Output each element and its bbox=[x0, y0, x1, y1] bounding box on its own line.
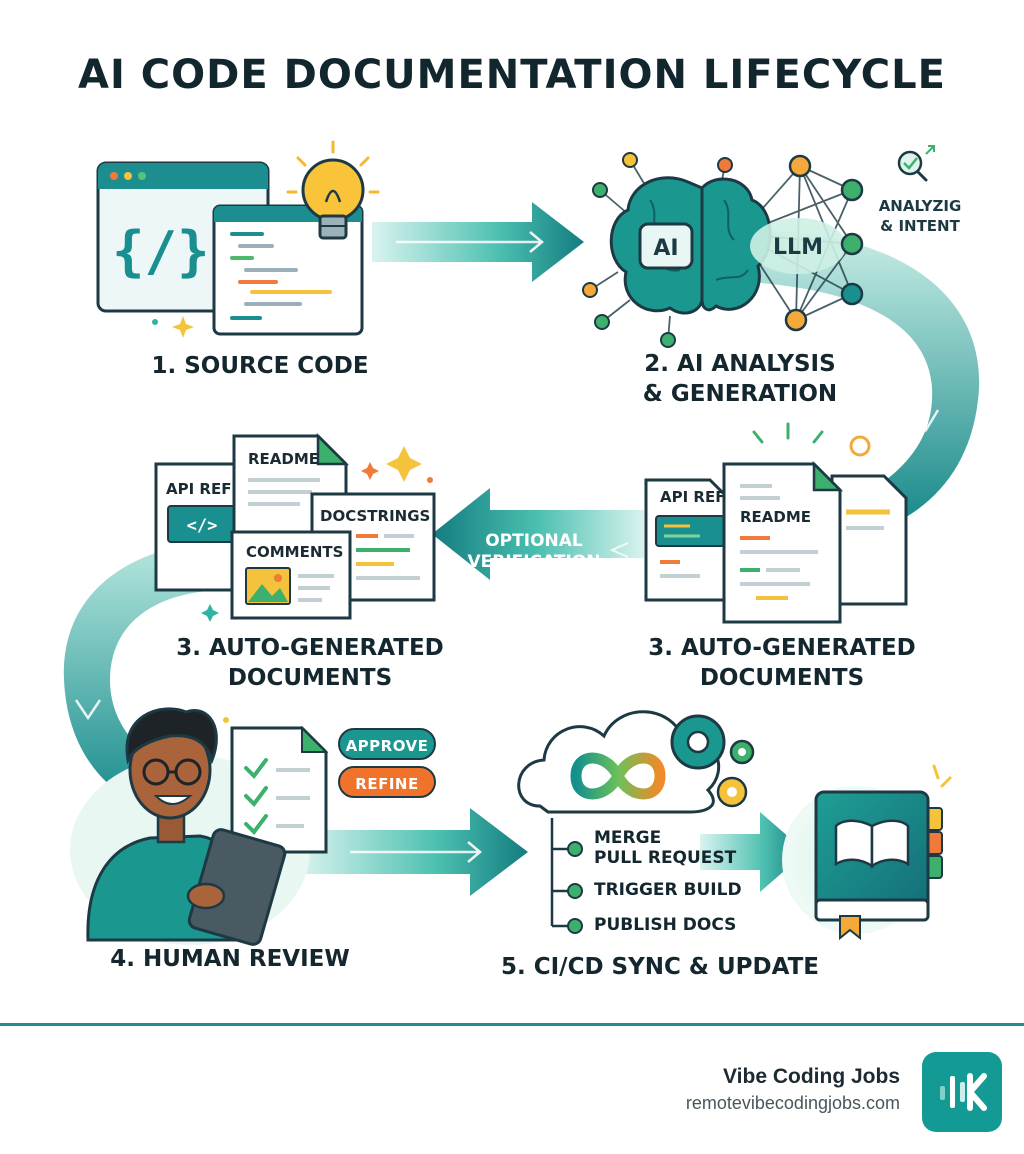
left-doc-comments-label: COMMENTS bbox=[246, 543, 343, 561]
approve-badge: APPROVE bbox=[338, 728, 436, 760]
cicd-illustration bbox=[517, 710, 755, 934]
step-5-label: 5. CI/CD SYNC & UPDATE bbox=[500, 954, 820, 980]
flow-arrow-review-to-cicd bbox=[300, 808, 528, 896]
right-doc-readme-label: README bbox=[740, 508, 811, 526]
flow-arrow-analysis-to-docs bbox=[748, 230, 980, 530]
step-3-right-label: 3. AUTO-GENERATED DOCUMENTS bbox=[612, 634, 952, 694]
cicd-item-trigger-build: TRIGGER BUILD bbox=[594, 880, 742, 900]
step-1-label: 1. SOURCE CODE bbox=[151, 353, 369, 379]
step-2-label: 2. AI ANALYSIS & GENERATION bbox=[590, 350, 890, 410]
brand-url[interactable]: remotevibecodingjobs.com bbox=[685, 1093, 900, 1113]
llm-label: LLM bbox=[773, 235, 823, 260]
step-3-left-label: 3. AUTO-GENERATED DOCUMENTS bbox=[140, 634, 480, 694]
svg-text:</>: </> bbox=[187, 516, 218, 536]
svg-text:{/}: {/} bbox=[112, 220, 210, 283]
step-3-right-label-line2: DOCUMENTS bbox=[699, 664, 865, 691]
step-3-left-label-line2: DOCUMENTS bbox=[227, 664, 393, 691]
step-3-left-label-line1: 3. AUTO-GENERATED bbox=[176, 635, 444, 661]
right-doc-api-label: API REF bbox=[660, 488, 725, 506]
brand-logo-icon bbox=[922, 1052, 1002, 1132]
docs-right-illustration: API REF README bbox=[644, 422, 908, 624]
flow-arrow-verification bbox=[432, 488, 644, 580]
left-doc-readme-label: README bbox=[248, 450, 319, 468]
intent-label-line1: ANALYZIG bbox=[879, 197, 962, 215]
left-doc-api-label: API REF bbox=[166, 480, 231, 498]
flow-arrow-cicd-to-docs bbox=[700, 812, 806, 892]
cicd-item-pull-request: PULL REQUEST bbox=[594, 848, 737, 868]
ai-brain-illustration: AI LLM ANALYZIG & INTENT bbox=[582, 145, 962, 348]
intent-label-line2: & INTENT bbox=[880, 217, 960, 235]
step-4-label: 4. HUMAN REVIEW bbox=[110, 946, 350, 972]
cicd-item-merge: MERGE bbox=[594, 828, 662, 848]
docs-left-illustration: API REF </> README DOCSTRINGS COMMENTS bbox=[154, 432, 436, 622]
verification-label-line2: VERIFICATION bbox=[467, 552, 600, 572]
brand-name: Vibe Coding Jobs bbox=[723, 1065, 900, 1088]
refine-badge: REFINE bbox=[338, 766, 436, 798]
human-review-illustration bbox=[70, 707, 329, 946]
lightbulb-icon bbox=[286, 140, 380, 240]
step-2-label-line2: & GENERATION bbox=[642, 380, 838, 407]
left-doc-docstrings-label: DOCSTRINGS bbox=[320, 507, 430, 525]
cicd-item-publish-docs: PUBLISH DOCS bbox=[594, 915, 737, 935]
step-3-right-label-line1: 3. AUTO-GENERATED bbox=[648, 635, 916, 661]
gear-icon bbox=[670, 714, 755, 808]
flow-arrow-source-to-analysis bbox=[372, 202, 584, 282]
step-2-label-line1: 2. AI ANALYSIS bbox=[644, 351, 836, 377]
flow-arrow-docs-to-review bbox=[63, 540, 228, 810]
documentation-book-illustration bbox=[782, 764, 952, 941]
magnifier-icon bbox=[897, 145, 935, 182]
footer-divider bbox=[0, 1023, 1024, 1026]
verification-label-line1: OPTIONAL bbox=[485, 531, 583, 551]
ai-badge-text: AI bbox=[653, 236, 678, 261]
diagram-title: AI CODE DOCUMENTATION LIFECYCLE bbox=[78, 52, 946, 98]
source-code-illustration: {/} bbox=[96, 140, 380, 338]
